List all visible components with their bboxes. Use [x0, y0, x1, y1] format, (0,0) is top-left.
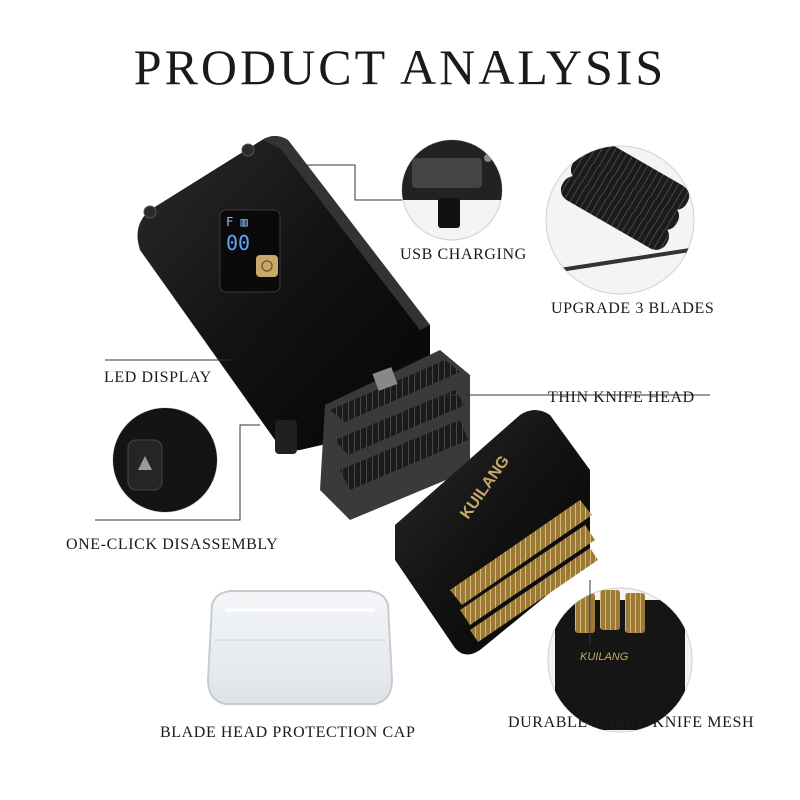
dark-blade-assembly — [320, 350, 470, 520]
led-display: F ▥ 00 — [219, 209, 281, 293]
shaver-body — [137, 136, 431, 454]
thin-knife-head: KUILANG — [395, 410, 598, 655]
display-digits: 00 — [226, 231, 250, 255]
power-button — [256, 255, 278, 277]
mesh-brand-text: KUILANG — [580, 651, 629, 663]
label-upgrade-blades: UPGRADE 3 BLADES — [551, 300, 715, 317]
one-click-callout — [112, 407, 218, 513]
label-protection-cap: BLADE HEAD PROTECTION CAP — [160, 724, 416, 741]
label-led-display: LED DISPLAY — [104, 369, 212, 386]
protection-cap — [206, 590, 394, 705]
durable-mesh-callout: KUILANG — [547, 587, 693, 733]
label-usb-charging: USB CHARGING — [400, 246, 527, 263]
page-title: PRODUCT ANALYSIS — [133, 39, 667, 95]
upgrade-blades-callout — [545, 145, 695, 295]
label-one-click: ONE-CLICK DISASSEMBLY — [66, 536, 279, 553]
label-durable-mesh: DURABLE THREE-KNIFE MESH — [508, 714, 755, 731]
display-icons: F ▥ — [226, 215, 248, 229]
leader-lines — [95, 164, 710, 645]
label-thin-knife-head: THIN KNIFE HEAD — [548, 389, 695, 406]
usb-charging-callout — [401, 139, 503, 241]
